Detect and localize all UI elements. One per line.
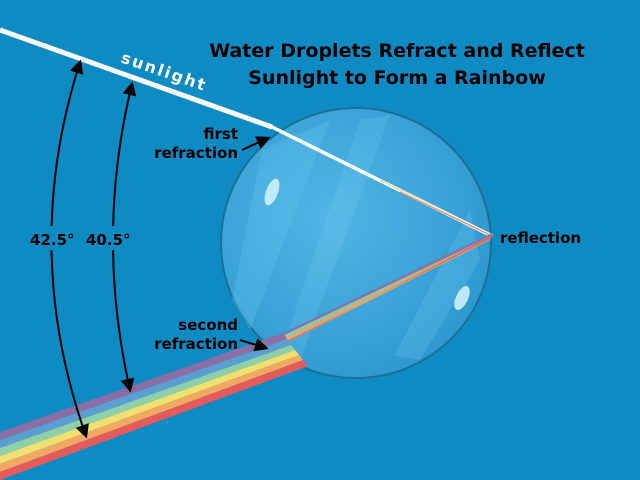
reflection-label: reflection xyxy=(500,229,581,247)
reflected-spectrum xyxy=(268,233,493,352)
title-line-1: Water Droplets Refract and Reflect xyxy=(209,40,585,62)
first-refraction-label-line-1: first xyxy=(203,125,238,143)
second-refraction-label-line-1: second xyxy=(178,316,238,334)
title-line-2: Sunlight to Form a Rainbow xyxy=(248,67,546,89)
first-refraction-label-line-2: refraction xyxy=(154,144,238,162)
angle-outer-label: 42.5° xyxy=(30,231,75,249)
first-refraction-arrow xyxy=(241,136,271,151)
second-refraction-label-line-2: refraction xyxy=(154,335,238,353)
sunlight-beam xyxy=(0,27,273,130)
angle-label-bg xyxy=(28,226,136,250)
water-droplet xyxy=(220,107,492,379)
second-refraction-arrow xyxy=(239,338,269,352)
angle-inner-label: 40.5° xyxy=(86,231,131,249)
